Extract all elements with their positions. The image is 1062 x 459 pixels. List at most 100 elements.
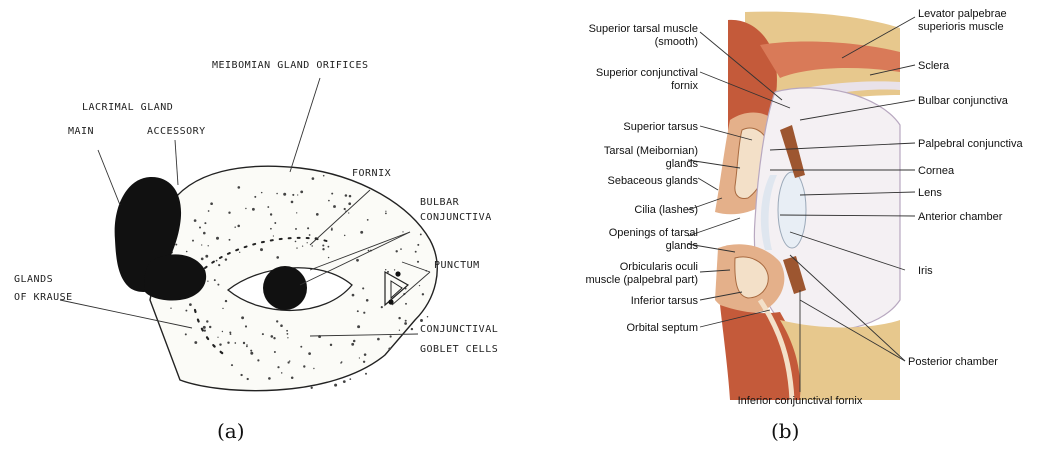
goblet-cell-dot [228,211,230,213]
goblet-cell-dot [280,324,283,327]
goblet-cell-dot [208,210,210,212]
goblet-cell-dot [312,177,315,180]
goblet-cell-dot [349,378,351,380]
goblet-cell-dot [417,244,419,246]
punctum-dot [395,271,400,276]
goblet-cell-dot [394,269,395,270]
goblet-cell-dot [274,222,276,224]
goblet-cell-dot [276,256,279,259]
goblet-cell-dot [277,366,279,368]
goblet-cell-dot [268,377,271,380]
lens [778,172,806,248]
goblet-cell-dot [356,259,359,262]
label-punctum: PUNCTUM [434,260,480,271]
goblet-cell-dot [348,212,349,213]
goblet-cell-dot [307,242,308,243]
label-main: MAIN [68,126,94,137]
panel-a: MEIBOMIAN GLAND ORIFICES LACRIMAL GLAND … [14,60,498,443]
goblet-cell-dot [291,201,294,204]
goblet-cell-dot [308,352,311,355]
goblet-cell-dot [357,310,359,312]
caption-a: (a) [217,419,245,443]
goblet-cell-dot [385,269,386,270]
goblet-cell-dot [359,357,360,358]
goblet-cell-dot [328,200,330,202]
label-accessory: ACCESSORY [147,126,206,137]
label-inferior-conjunctival-fornix: Inferior conjunctival fornix [738,395,863,407]
goblet-cell-dot [330,344,332,346]
goblet-cell-dot [260,248,263,251]
label-posterior-chamber: Posterior chamber [908,356,998,368]
goblet-cell-dot [205,255,208,258]
goblet-cell-dot [281,372,283,374]
goblet-cell-dot [415,251,417,253]
label-superior-tarsus: Superior tarsus [623,121,698,133]
cornea-iris [263,266,307,310]
goblet-cell-dot [241,316,244,319]
goblet-cell-dot [364,353,367,356]
goblet-cell-dot [287,333,289,335]
goblet-cell-dot [333,205,336,208]
goblet-cell-dot [307,227,309,229]
goblet-cell-dot [218,264,220,266]
goblet-cell-dot [353,340,356,343]
goblet-cell-dot [313,368,314,369]
goblet-cell-dot [311,245,312,246]
goblet-cell-dot [291,376,294,379]
goblet-cell-dot [206,320,208,322]
goblet-cell-dot [208,245,209,246]
label-bulbar: BULBAR [420,197,460,208]
goblet-cell-dot [194,219,197,222]
goblet-cell-dot [217,337,218,338]
goblet-cell-dot [276,320,278,322]
goblet-cell-dot [296,212,297,213]
label-sclera: Sclera [918,60,950,72]
goblet-cell-dot [192,240,194,242]
goblet-cell-dot [316,213,319,216]
goblet-cell-dot [261,192,262,193]
goblet-cell-dot [385,211,386,212]
goblet-cell-dot [323,175,325,177]
label-glands: GLANDS [14,274,53,285]
label-conjunctival: CONJUNCTIVAL [420,324,498,335]
goblet-cell-dot [396,250,398,252]
label-conjunctiva: CONJUNCTIVA [420,212,492,223]
goblet-cell-dot [246,345,248,347]
goblet-cell-dot [225,300,227,302]
goblet-cell-dot [344,208,346,210]
label-tarsal-meibomian: Tarsal (Meibornian) [604,145,698,157]
label-cilia: Cilia (lashes) [634,204,698,216]
goblet-cell-dot [254,196,256,198]
goblet-cell-dot [229,239,231,241]
label-levator-palpebrae: Levator palpebrae [918,8,1007,20]
goblet-cell-dot [387,271,389,273]
goblet-cell-dot [245,325,247,327]
goblet-cell-dot [214,279,216,281]
goblet-cell-dot [247,378,249,380]
goblet-cell-dot [300,346,302,348]
accessory-lacrimal-gland [144,254,206,300]
goblet-cell-dot [343,380,346,383]
label-superior-conjunctival: Superior conjunctival [596,67,698,79]
goblet-cell-dot [420,319,423,322]
goblet-cell-dot [360,231,363,234]
goblet-cell-dot [204,329,206,331]
goblet-cell-dot [210,202,213,205]
label-orbicularis-oculi: Orbicularis oculi [620,261,698,273]
goblet-cell-dot [287,337,288,338]
label-lens: Lens [918,187,942,199]
goblet-cell-dot [404,322,407,325]
goblet-cell-dot [227,341,229,343]
goblet-cell-dot [381,306,383,308]
goblet-cell-dot [405,303,407,305]
goblet-cell-dot [363,312,365,314]
label-fornix-upper: fornix [671,80,698,92]
goblet-cell-dot [366,299,369,302]
goblet-cell-dot [385,212,387,214]
panel-b-left-labels: Superior tarsal muscle (smooth) Superior… [586,23,699,334]
goblet-cell-dot [297,194,298,195]
label-orbital-septum: Orbital septum [626,322,698,334]
goblet-cell-dot [365,373,367,375]
